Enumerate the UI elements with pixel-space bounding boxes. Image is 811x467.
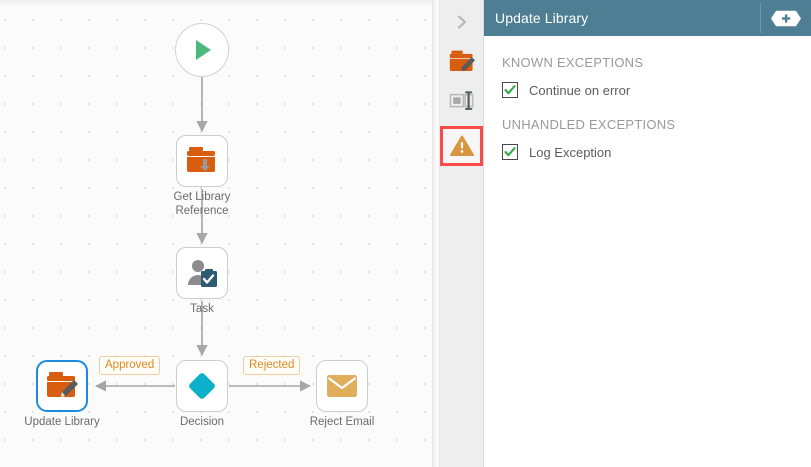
diamond-icon bbox=[189, 373, 215, 399]
strip-item-properties[interactable] bbox=[440, 82, 484, 122]
option-continue-on-error-label: Continue on error bbox=[529, 82, 631, 98]
panel-header: Update Library bbox=[484, 0, 811, 36]
node-decision-box[interactable] bbox=[176, 360, 228, 412]
properties-panel: Update Library KNOWN EXCEPTIONS Contin bbox=[484, 0, 811, 467]
node-reject-email-label: Reject Email bbox=[309, 416, 375, 428]
edge-label-approved[interactable]: Approved bbox=[99, 356, 161, 375]
node-get-library-reference-label: Get Library Reference bbox=[173, 191, 231, 217]
node-task-box[interactable] bbox=[176, 247, 228, 299]
section-known-exceptions-title: KNOWN EXCEPTIONS bbox=[502, 55, 644, 70]
option-continue-on-error[interactable]: Continue on error bbox=[502, 82, 811, 98]
node-task-label: Task bbox=[190, 303, 214, 315]
collapse-panel-button[interactable] bbox=[440, 2, 484, 42]
checkbox-continue-on-error[interactable] bbox=[502, 82, 518, 98]
node-update-library-label: Update Library bbox=[24, 416, 100, 428]
folder-edit-icon bbox=[47, 372, 78, 397]
node-start-box[interactable] bbox=[175, 23, 229, 77]
section-unhandled-exceptions-title: UNHANDLED EXCEPTIONS bbox=[502, 117, 676, 132]
node-get-library-reference-box[interactable] bbox=[176, 135, 228, 187]
chevron-right-icon bbox=[458, 15, 466, 29]
section-known-exceptions: KNOWN EXCEPTIONS Continue on error bbox=[484, 55, 811, 98]
warning-triangle-icon bbox=[449, 135, 474, 156]
edge-label-rejected[interactable]: Rejected bbox=[243, 356, 301, 375]
panel-icon-strip bbox=[440, 0, 484, 467]
strip-item-general[interactable] bbox=[440, 42, 484, 82]
user-task-icon bbox=[188, 260, 217, 287]
folder-edit-icon bbox=[449, 50, 475, 71]
workflow-edges bbox=[94, 77, 312, 392]
workflow-canvas[interactable]: Get Library Reference Task bbox=[0, 0, 432, 467]
node-reject-email-box[interactable] bbox=[316, 360, 368, 412]
section-unhandled-exceptions: UNHANDLED EXCEPTIONS Log Exception bbox=[484, 117, 811, 160]
node-decision-label: Decision bbox=[179, 416, 225, 428]
strip-item-exceptions[interactable] bbox=[440, 126, 483, 166]
panel-title: Update Library bbox=[495, 10, 589, 26]
option-log-exception-label: Log Exception bbox=[529, 144, 612, 160]
add-hexagon-icon bbox=[771, 10, 801, 26]
node-update-library-box[interactable] bbox=[36, 360, 88, 412]
add-item-button[interactable] bbox=[769, 9, 803, 27]
envelope-icon bbox=[327, 375, 357, 397]
option-log-exception[interactable]: Log Exception bbox=[502, 144, 811, 160]
panel-resize-divider[interactable] bbox=[432, 0, 440, 467]
checkbox-log-exception[interactable] bbox=[502, 144, 518, 160]
play-icon bbox=[196, 40, 211, 60]
header-divider bbox=[760, 3, 761, 33]
check-icon bbox=[504, 85, 516, 95]
check-icon bbox=[504, 147, 516, 157]
form-field-icon bbox=[449, 91, 474, 110]
folder-reference-icon bbox=[187, 147, 215, 172]
